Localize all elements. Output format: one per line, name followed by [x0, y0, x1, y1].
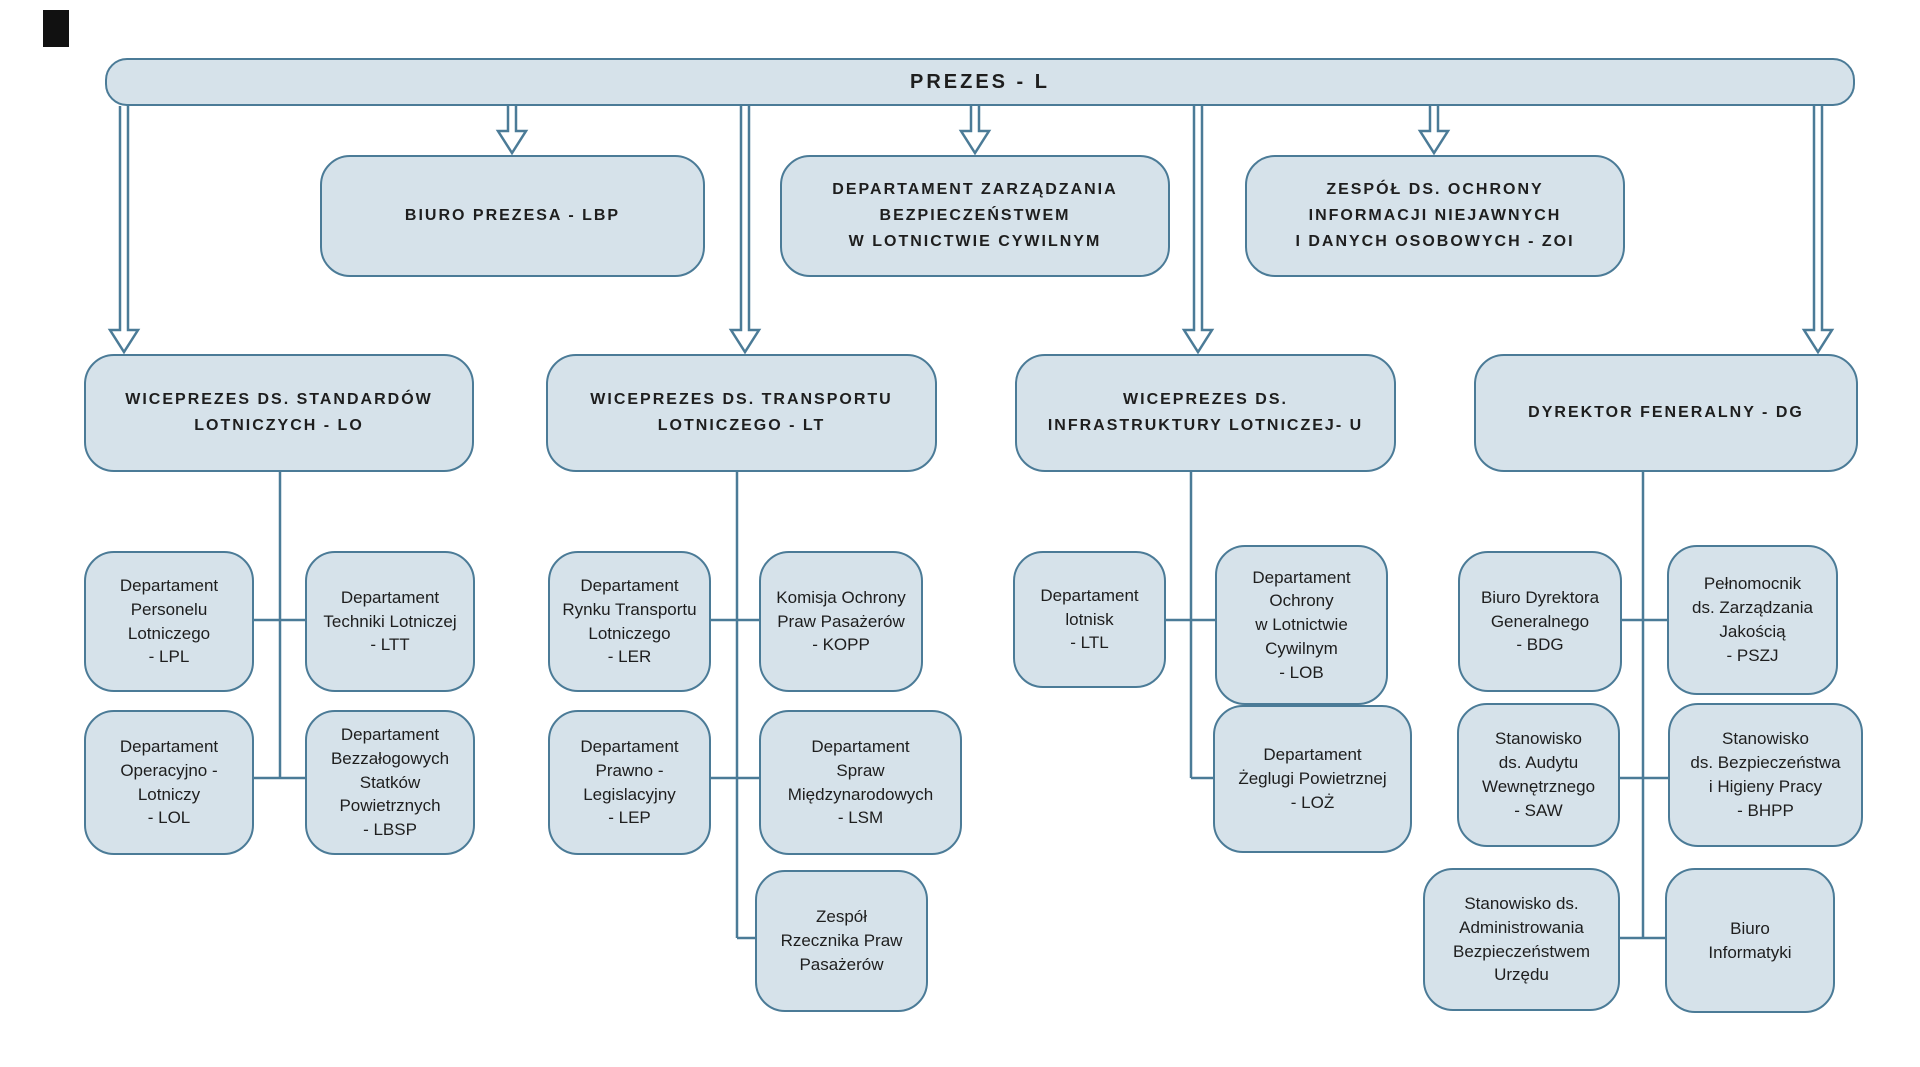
node-biuro-prezesa-label: BIURO PREZESA - LBP — [404, 207, 621, 225]
node-wiceprezes-u: WICEPREZES DS. INFRASTRUKTURY LOTNICZEJ-… — [1015, 354, 1396, 472]
node-dyrektor-generalny: DYREKTOR FENERALNY - DG — [1474, 354, 1858, 472]
node-stanowisko-audytu-wewnetrznego: Stanowisko ds. Audytu Wewnętrznego - SAW — [1457, 703, 1620, 847]
node-dep-zarzadzania-bezpieczenstwem: DEPARTAMENT ZARZĄDZANIA BEZPIECZEŃSTWEM … — [780, 155, 1170, 277]
node-dep-techniki-lotniczej: Departament Techniki Lotniczej - LTT — [305, 551, 475, 692]
node-dyrektor-generalny-label: DYREKTOR FENERALNY - DG — [1528, 404, 1804, 422]
arrow-to-wiceprezes-lo — [107, 106, 141, 355]
node-lep-label: Departament Prawno - Legislacyjny - LEP — [580, 736, 679, 828]
node-pelnomocnik-zarzadzania-jakoscia: Pełnomocnik ds. Zarządzania Jakością - P… — [1667, 545, 1838, 695]
node-zespol-ochrony-informacji: ZESPÓŁ DS. OCHRONY INFORMACJI NIEJAWNYCH… — [1245, 155, 1625, 277]
arrow-to-dyrektor-dg — [1801, 106, 1835, 355]
node-dep-zeglugi-powietrznej: Departament Żeglugi Powietrznej - LOŻ — [1213, 705, 1412, 853]
node-biuro-prezesa: BIURO PREZESA - LBP — [320, 155, 705, 277]
node-ltl-label: Departament lotnisk - LTL — [1040, 585, 1139, 653]
node-wiceprezes-lo-label: WICEPREZES DS. STANDARDÓW LOTNICZYCH - L… — [125, 391, 433, 434]
node-biuro-dyrektora-generalnego: Biuro Dyrektora Generalnego - BDG — [1458, 551, 1622, 692]
node-dep-operacyjno-lotniczy: Departament Operacyjno - Lotniczy - LOL — [84, 710, 254, 855]
node-lob-label: Departament Ochrony w Lotnictwie Cywilny… — [1252, 567, 1351, 682]
node-dep-prawno-legislacyjny: Departament Prawno - Legislacyjny - LEP — [548, 710, 711, 855]
node-lol-label: Departament Operacyjno - Lotniczy - LOL — [119, 736, 219, 828]
node-stanowisko-administrowania-bezpieczenstwem: Stanowisko ds. Administrowania Bezpiecze… — [1423, 868, 1620, 1011]
node-stanowisko-bhp: Stanowisko ds. Bezpieczeństwa i Higieny … — [1668, 703, 1863, 847]
node-wiceprezes-lt: WICEPREZES DS. TRANSPORTU LOTNICZEGO - L… — [546, 354, 937, 472]
arrow-to-dep-zarzadzania — [958, 106, 992, 156]
node-dep-spraw-miedzynarodowych: Departament Spraw Międzynarodowych - LSM — [759, 710, 962, 855]
node-bhpp-label: Stanowisko ds. Bezpieczeństwa i Higieny … — [1690, 729, 1841, 820]
node-lbsp-label: Departament Bezzałogowych Statków Powiet… — [330, 725, 450, 840]
node-ltt-label: Departament Techniki Lotniczej - LTT — [323, 587, 457, 655]
arrow-to-wiceprezes-u — [1181, 106, 1215, 355]
node-dep-personelu-lotniczego: Departament Personelu Lotniczego - LPL — [84, 551, 254, 692]
node-bdg-label: Biuro Dyrektora Generalnego - BDG — [1480, 587, 1600, 655]
node-dep-rynku-transportu: Departament Rynku Transportu Lotniczego … — [548, 551, 711, 692]
node-zespol-zoi-label: ZESPÓŁ DS. OCHRONY INFORMACJI NIEJAWNYCH… — [1295, 181, 1575, 250]
node-zrpp-label: Zespół Rzecznika Praw Pasażerów — [780, 907, 903, 974]
arrow-to-biuro-prezesa — [495, 106, 529, 156]
node-wiceprezes-u-label: WICEPREZES DS. INFRASTRUKTURY LOTNICZEJ-… — [1047, 391, 1364, 434]
node-dep-lotnisk: Departament lotnisk - LTL — [1013, 551, 1166, 688]
arrow-to-zespol-zoi — [1417, 106, 1451, 156]
node-wiceprezes-lt-label: WICEPREZES DS. TRANSPORTU LOTNICZEGO - L… — [590, 391, 893, 434]
node-sabu-label: Stanowisko ds. Administrowania Bezpiecze… — [1452, 893, 1590, 985]
node-ler-label: Departament Rynku Transportu Lotniczego … — [562, 575, 697, 667]
node-pszj-label: Pełnomocnik ds. Zarządzania Jakością - P… — [1692, 574, 1813, 665]
node-komisja-ochrony-praw-pasazerow: Komisja Ochrony Praw Pasażerów - KOPP — [759, 551, 923, 692]
node-lpl-label: Departament Personelu Lotniczego - LPL — [119, 575, 219, 667]
arrow-to-wiceprezes-lt — [728, 106, 762, 355]
node-lsm-label: Departament Spraw Międzynarodowych - LSM — [787, 736, 934, 828]
node-kopp-label: Komisja Ochrony Praw Pasażerów - KOPP — [776, 587, 906, 655]
node-dep-zarzadzania-label: DEPARTAMENT ZARZĄDZANIA BEZPIECZEŃSTWEM … — [832, 181, 1118, 250]
node-dep-ochrony-w-lotnictwie: Departament Ochrony w Lotnictwie Cywilny… — [1215, 545, 1388, 705]
node-prezes-label: PREZES - L — [909, 70, 1050, 93]
node-dep-bezzalogowych-statkow: Departament Bezzałogowych Statków Powiet… — [305, 710, 475, 855]
node-loz-label: Departament Żeglugi Powietrznej - LOŻ — [1238, 745, 1387, 812]
node-zespol-rzecznika-praw-pasazerow: Zespół Rzecznika Praw Pasażerów — [755, 870, 928, 1012]
node-prezes: PREZES - L — [105, 58, 1855, 106]
node-bi-label: Biuro Informatyki — [1708, 918, 1792, 962]
corner-mark — [43, 10, 69, 47]
node-saw-label: Stanowisko ds. Audytu Wewnętrznego - SAW — [1481, 729, 1596, 820]
node-biuro-informatyki: Biuro Informatyki — [1665, 868, 1835, 1013]
node-wiceprezes-lo: WICEPREZES DS. STANDARDÓW LOTNICZYCH - L… — [84, 354, 474, 472]
